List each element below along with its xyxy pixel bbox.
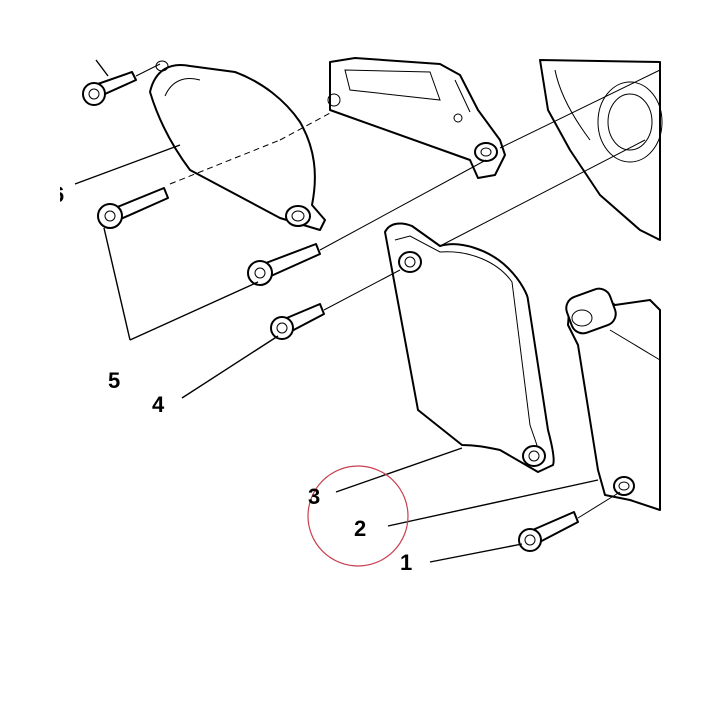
callout-2: 2 <box>354 516 366 541</box>
assembly-axis-lines <box>135 63 661 519</box>
upper-cover-plate <box>149 60 326 231</box>
callout-1: 1 <box>400 550 412 575</box>
bolt-5-upper <box>97 187 169 229</box>
bolt-4 <box>270 303 325 340</box>
callout-5: 5 <box>108 368 120 393</box>
callout-4: 4 <box>152 392 165 417</box>
left-crop-mask <box>0 0 60 720</box>
lower-right-housing <box>565 287 661 511</box>
bolt-1 <box>518 511 579 552</box>
gasket-cover-plate <box>384 222 555 473</box>
upper-housing-bracket <box>327 57 506 179</box>
callout-3: 3 <box>308 484 320 509</box>
bolt-top-left <box>82 71 137 106</box>
leader-lines <box>74 59 599 563</box>
highlight-circle <box>307 465 409 567</box>
upper-right-housing <box>539 59 663 241</box>
bolt-5-lower <box>247 243 321 286</box>
